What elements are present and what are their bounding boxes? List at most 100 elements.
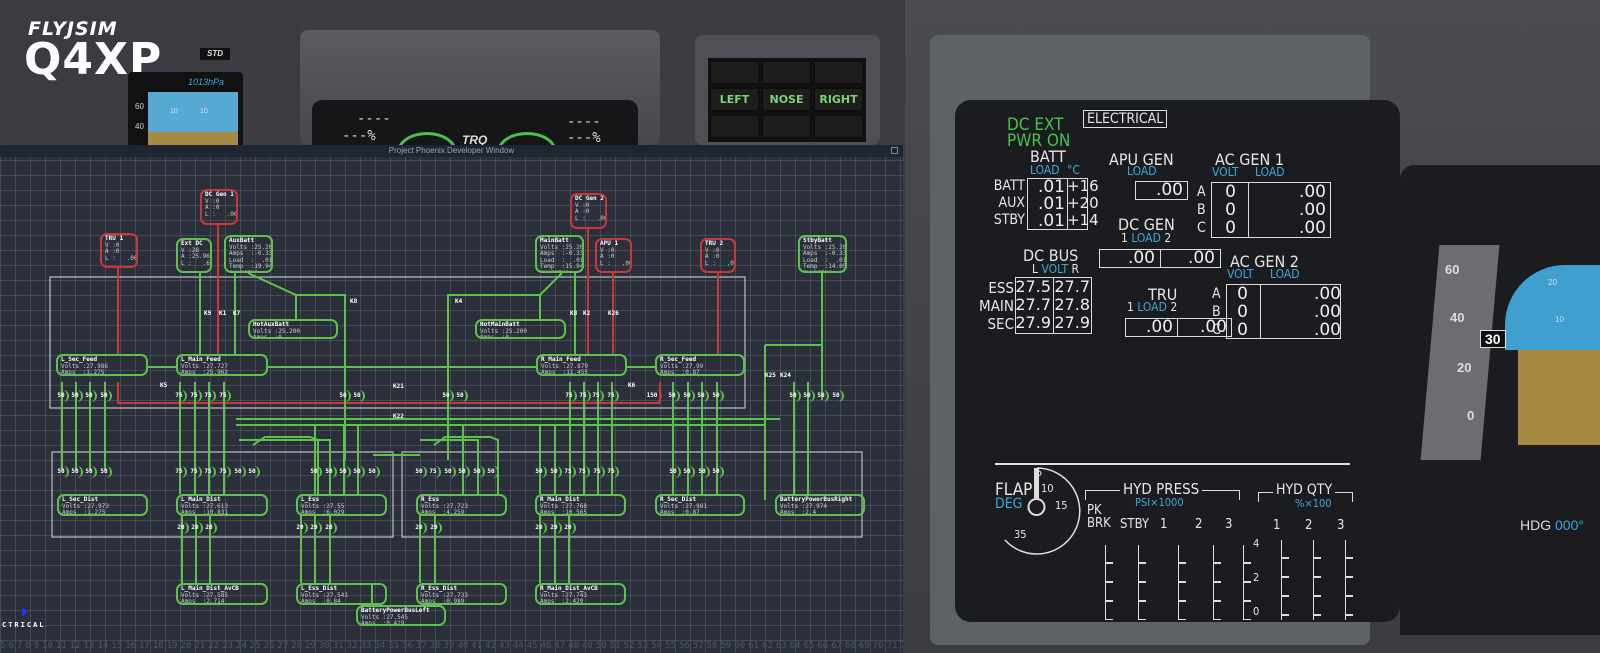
contactor-k8[interactable]: K8 — [350, 298, 358, 305]
circuit-breaker[interactable]: 20 — [189, 522, 203, 534]
circuit-breaker[interactable]: 75 — [576, 466, 590, 478]
circuit-breaker[interactable]: 50 — [69, 390, 83, 402]
circuit-breaker[interactable]: 50 — [667, 466, 681, 478]
contactor-k6[interactable]: K6 — [628, 382, 636, 389]
circuit-breaker[interactable]: 50 — [337, 390, 351, 402]
circuit-breaker[interactable]: 50 — [308, 466, 322, 478]
circuit-breaker[interactable]: 50 — [83, 466, 97, 478]
circuit-breaker[interactable]: 75 — [173, 466, 187, 478]
circuit-breaker[interactable]: 50 — [787, 390, 801, 402]
circuit-breaker[interactable]: 20 — [413, 522, 427, 534]
circuit-breaker[interactable]: 20 — [175, 522, 189, 534]
contactor-k25[interactable]: K25 — [765, 372, 776, 379]
circuit-breaker[interactable]: 75 — [202, 466, 216, 478]
contactor-k21[interactable]: K21 — [393, 383, 404, 390]
contactor-k4[interactable]: K4 — [455, 298, 463, 305]
circuit-breaker[interactable]: 50 — [69, 466, 83, 478]
circuit-breaker[interactable]: 75 — [202, 390, 216, 402]
circuit-breaker[interactable]: 50 — [413, 466, 427, 478]
circuit-breaker[interactable]: 50 — [98, 466, 112, 478]
circuit-breaker[interactable]: 50 — [456, 466, 470, 478]
circuit-breaker[interactable]: 50 — [830, 390, 844, 402]
circuit-breaker[interactable]: 20 — [203, 522, 217, 534]
circuit-breaker[interactable]: 50 — [666, 390, 680, 402]
contactor-k24[interactable]: K24 — [780, 372, 791, 379]
circuit-breaker[interactable]: 20 — [428, 522, 442, 534]
circuit-breaker[interactable]: 50 — [351, 390, 365, 402]
contactor-k9[interactable]: K9 — [204, 310, 212, 317]
circuit-breaker[interactable]: 50 — [548, 466, 562, 478]
contactor-k5[interactable]: K5 — [160, 382, 168, 389]
circuit-breaker[interactable]: 50 — [801, 390, 815, 402]
contactor-k8[interactable]: K8 — [570, 310, 578, 317]
window-title-bar[interactable]: Project Phoenix Developer Window — [0, 145, 903, 157]
circuit-breaker[interactable]: 75 — [590, 390, 604, 402]
circuit-breaker[interactable]: 50 — [681, 466, 695, 478]
circuit-breaker[interactable]: 20 — [323, 522, 337, 534]
contactor-k7[interactable]: K7 — [233, 310, 241, 317]
circuit-breaker[interactable]: 20 — [294, 522, 308, 534]
circuit-breaker[interactable]: 50 — [98, 390, 112, 402]
circuit-breaker[interactable]: 150 — [644, 390, 662, 402]
steering-left-button[interactable]: LEFT — [710, 88, 759, 111]
circuit-breaker[interactable]: 50 — [83, 390, 97, 402]
maximize-icon[interactable] — [891, 147, 898, 154]
circuit-breaker[interactable]: 50 — [442, 466, 456, 478]
circuit-breaker[interactable]: 20 — [548, 522, 562, 534]
circuit-breaker[interactable]: 20 — [533, 522, 547, 534]
contactor-k2[interactable]: K2 — [583, 310, 591, 317]
circuit-breaker[interactable]: 50 — [55, 466, 69, 478]
circuit-breaker[interactable]: 75 — [605, 390, 619, 402]
steering-right-button[interactable]: RIGHT — [814, 88, 863, 111]
circuit-breaker[interactable]: 75 — [562, 466, 576, 478]
circuit-breaker[interactable]: 50 — [533, 466, 547, 478]
circuit-breaker[interactable]: 75 — [188, 390, 202, 402]
contactor-k22[interactable]: K22 — [393, 413, 404, 420]
circuit-breaker[interactable]: 50 — [471, 466, 485, 478]
contactor-k1[interactable]: K1 — [219, 310, 227, 317]
circuit-breaker[interactable]: 50 — [454, 390, 468, 402]
contactor-k26[interactable]: K26 — [608, 310, 619, 317]
circuit-breaker[interactable]: 20 — [308, 522, 322, 534]
circuit-breaker[interactable]: 50 — [323, 466, 337, 478]
circuit-breaker[interactable]: 50 — [695, 390, 709, 402]
circuit-breaker[interactable]: 50 — [366, 466, 380, 478]
circuit-breaker[interactable]: 50 — [440, 390, 454, 402]
circuit-breaker[interactable]: 50 — [351, 466, 365, 478]
circuit-breaker[interactable]: 50 — [55, 390, 69, 402]
circuit-breaker[interactable]: 50 — [232, 466, 246, 478]
circuit-breaker[interactable]: 50 — [696, 466, 710, 478]
circuit-breaker[interactable]: 50 — [681, 390, 695, 402]
circuit-breaker[interactable]: 50 — [710, 390, 724, 402]
circuit-breaker[interactable]: 50 — [246, 466, 260, 478]
circuit-breaker[interactable]: 75 — [188, 466, 202, 478]
steering-nose-button[interactable]: NOSE — [762, 88, 811, 111]
circuit-breaker[interactable]: 50 — [710, 466, 724, 478]
circuit-breaker[interactable]: 75 — [577, 390, 591, 402]
circuit-breaker[interactable]: 50 — [485, 466, 499, 478]
circuit-breaker[interactable]: 75 — [605, 466, 619, 478]
circuit-breaker[interactable]: 75 — [173, 390, 187, 402]
